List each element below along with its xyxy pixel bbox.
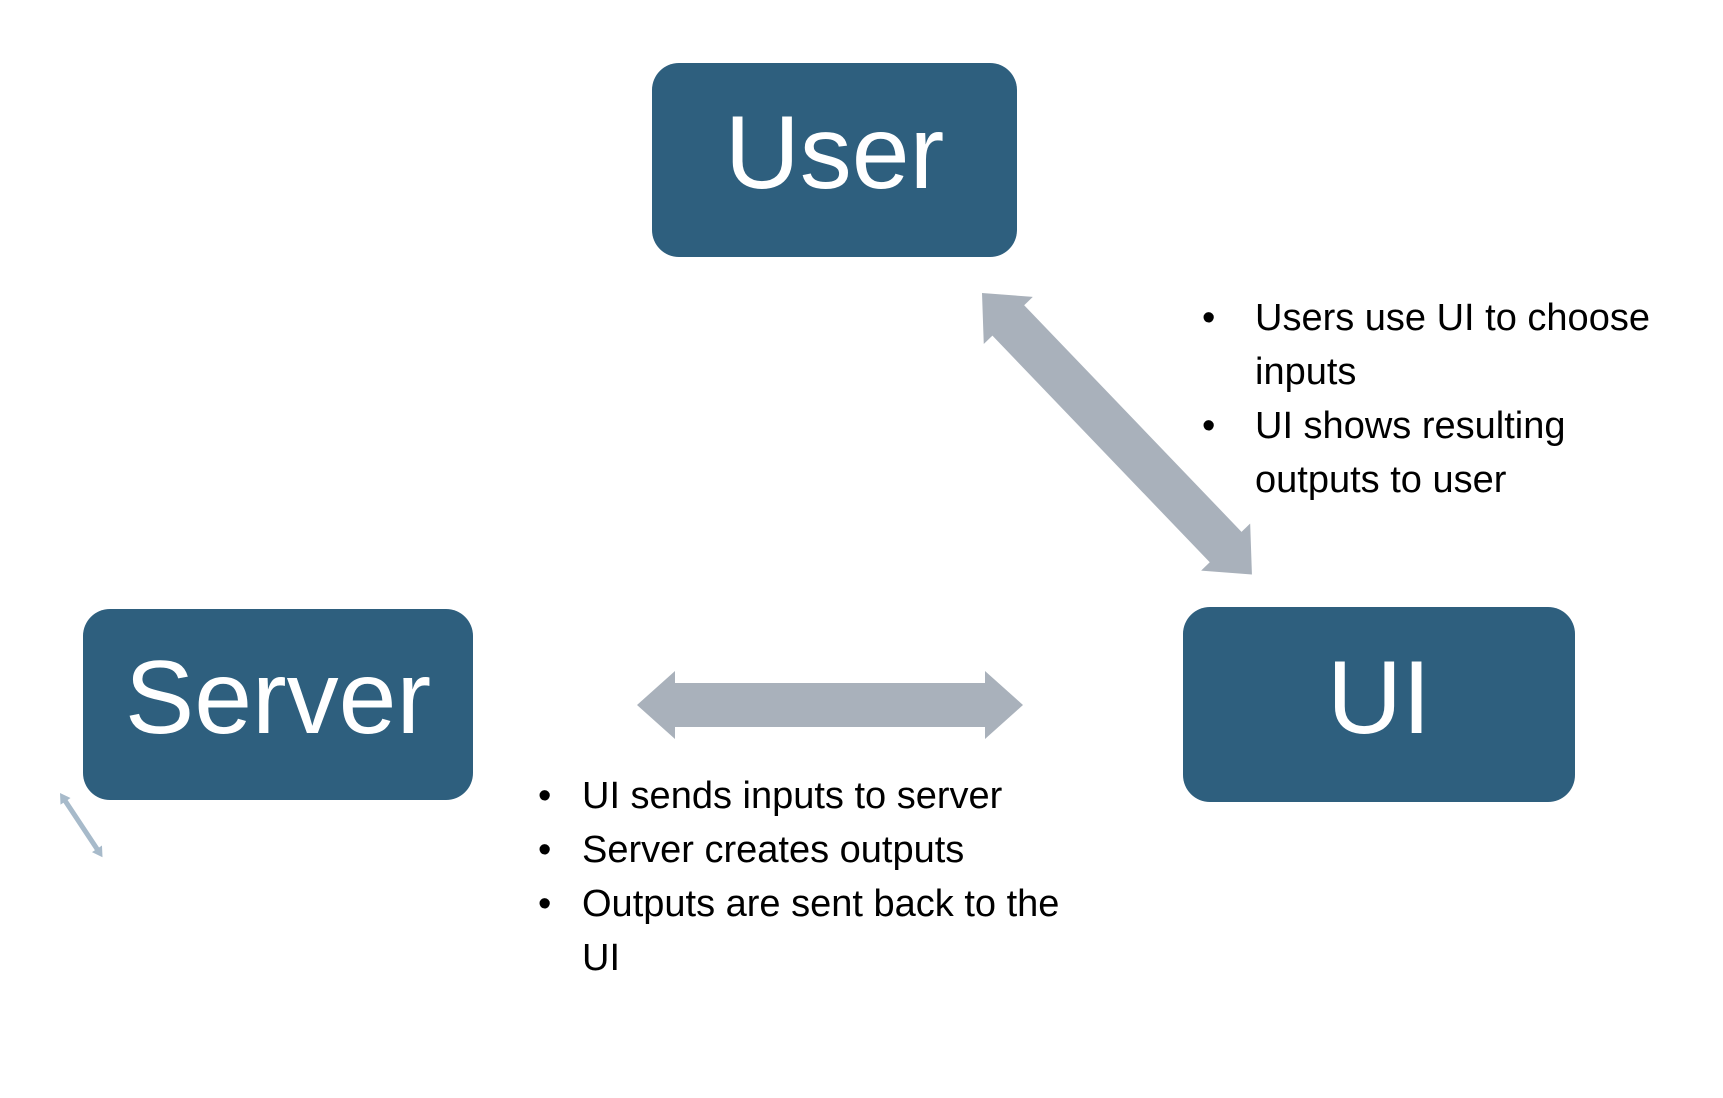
node-server: Server <box>83 609 473 800</box>
list-item: • Users use UI to choose inputs <box>1202 291 1722 399</box>
bullet-icon: • <box>538 775 552 817</box>
node-ui: UI <box>1183 607 1575 802</box>
list-item: • UI sends inputs to server <box>538 769 1198 823</box>
node-ui-label: UI <box>1327 639 1431 756</box>
annotation-line: Outputs are sent back to the <box>582 883 1060 925</box>
list-item: • Server creates outputs <box>538 823 1198 877</box>
double-arrow-icon <box>982 293 1252 575</box>
annotation-line: UI <box>582 937 620 979</box>
bullet-icon: • <box>538 883 552 925</box>
annotation-line: outputs to user <box>1255 459 1507 501</box>
mini-double-arrow-icon <box>60 793 103 858</box>
annotation-server-ui: • UI sends inputs to server • Server cre… <box>538 769 1198 985</box>
node-server-label: Server <box>124 639 432 756</box>
list-item: • UI shows resulting outputs to user <box>1202 399 1722 507</box>
annotation-user-ui: • Users use UI to choose inputs • UI sho… <box>1202 291 1722 507</box>
annotation-line: UI sends inputs to server <box>582 775 1003 817</box>
double-arrow-icon <box>637 671 1023 739</box>
bullet-icon: • <box>538 829 552 871</box>
double-arrow-server-ui <box>637 671 1023 739</box>
node-user-label: User <box>724 95 945 211</box>
bullet-icon: • <box>1202 297 1216 339</box>
annotation-line: UI shows resulting <box>1255 405 1566 447</box>
list-item: • Outputs are sent back to the UI <box>538 877 1198 985</box>
annotation-line: Server creates outputs <box>582 829 965 871</box>
node-user: User <box>652 63 1017 257</box>
double-arrow-user-ui <box>957 269 1276 598</box>
mini-line-arrow <box>54 789 108 861</box>
bullet-icon: • <box>1202 405 1216 447</box>
annotation-line: Users use UI to choose <box>1255 297 1650 339</box>
annotation-line: inputs <box>1255 351 1357 393</box>
